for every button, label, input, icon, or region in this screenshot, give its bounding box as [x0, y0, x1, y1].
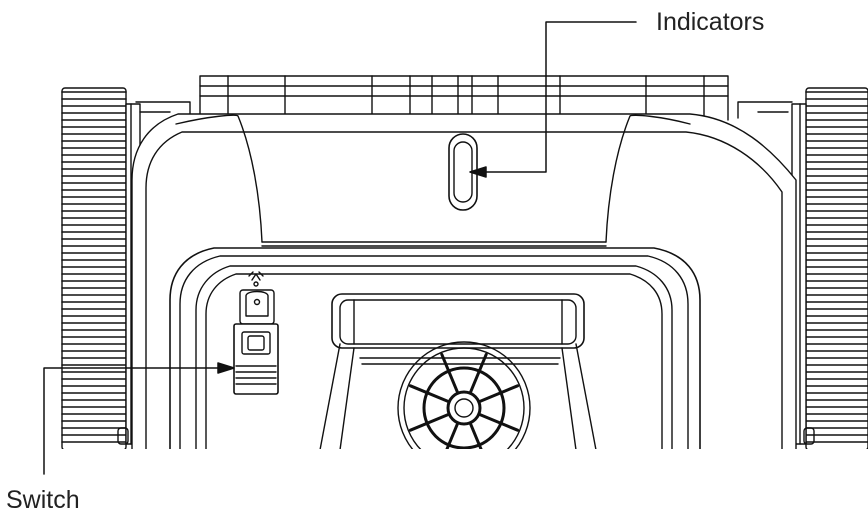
right-wheel [791, 87, 868, 451]
power-switch [233, 271, 279, 395]
left-wheel [61, 87, 141, 451]
impeller-spoke [468, 352, 488, 395]
switch-leader [43, 362, 235, 475]
right-wheel-treads [805, 91, 868, 443]
impeller-spoke [477, 412, 520, 432]
impeller-spoke [477, 384, 520, 404]
indicators-label: Indicators [656, 8, 764, 36]
switch-label: Switch [6, 486, 80, 514]
impeller-spoke [408, 412, 451, 432]
body-shell [131, 101, 797, 451]
handle-and-impeller [319, 293, 597, 475]
indicators-leader [469, 21, 637, 178]
left-wheel-treads [61, 91, 127, 443]
impeller-spoke [408, 384, 451, 404]
impeller-spoke [440, 352, 460, 395]
top-grille [199, 75, 729, 121]
